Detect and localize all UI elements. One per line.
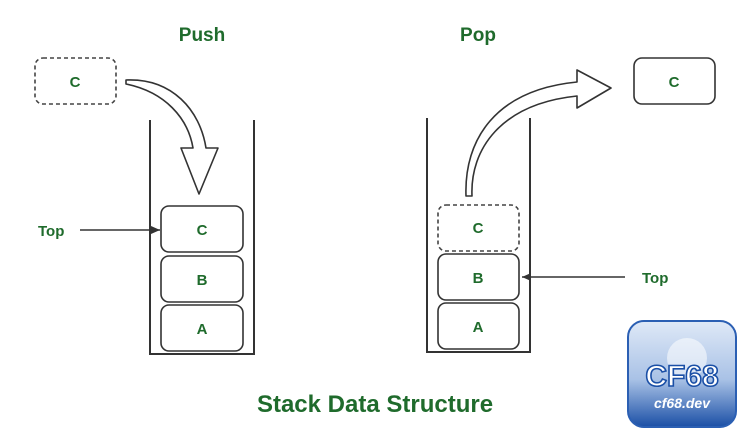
pop-removed-slot: C <box>437 204 520 252</box>
diagram-caption: Stack Data Structure <box>257 391 493 418</box>
push-incoming-box <box>34 57 117 105</box>
push-arrow <box>125 79 219 195</box>
pop-stack-item: B <box>437 253 520 301</box>
pop-outgoing-box <box>633 57 716 105</box>
pop-arrow <box>465 69 612 197</box>
logo-orb <box>667 338 707 378</box>
pop-outgoing-label: C <box>669 74 680 91</box>
pop-item-label: A <box>473 319 484 336</box>
pop-stack-item: A <box>437 302 520 350</box>
push-top-label: Top <box>38 223 64 240</box>
logo-brand: CF68 <box>645 360 718 393</box>
push-stack-item: B <box>160 255 244 303</box>
push-item-label: C <box>197 222 208 239</box>
cf68-logo: CF68 cf68.dev <box>627 320 737 428</box>
push-incoming-element: C <box>34 57 117 105</box>
pop-stack-container <box>426 118 531 353</box>
push-title: Push <box>179 25 225 46</box>
push-item-label: B <box>197 272 208 289</box>
push-stack-container <box>149 120 255 355</box>
pop-title: Pop <box>460 25 496 46</box>
push-stack-item: A <box>160 304 244 352</box>
push-item-label: A <box>197 321 208 338</box>
pop-outgoing-element: C <box>633 57 716 105</box>
logo-site: cf68.dev <box>654 395 711 411</box>
push-stack-item: C <box>160 205 244 253</box>
pop-removed-label: C <box>473 220 484 237</box>
pop-item-label: B <box>473 270 484 287</box>
push-incoming-label: C <box>70 74 81 91</box>
pop-top-label: Top <box>642 270 668 287</box>
